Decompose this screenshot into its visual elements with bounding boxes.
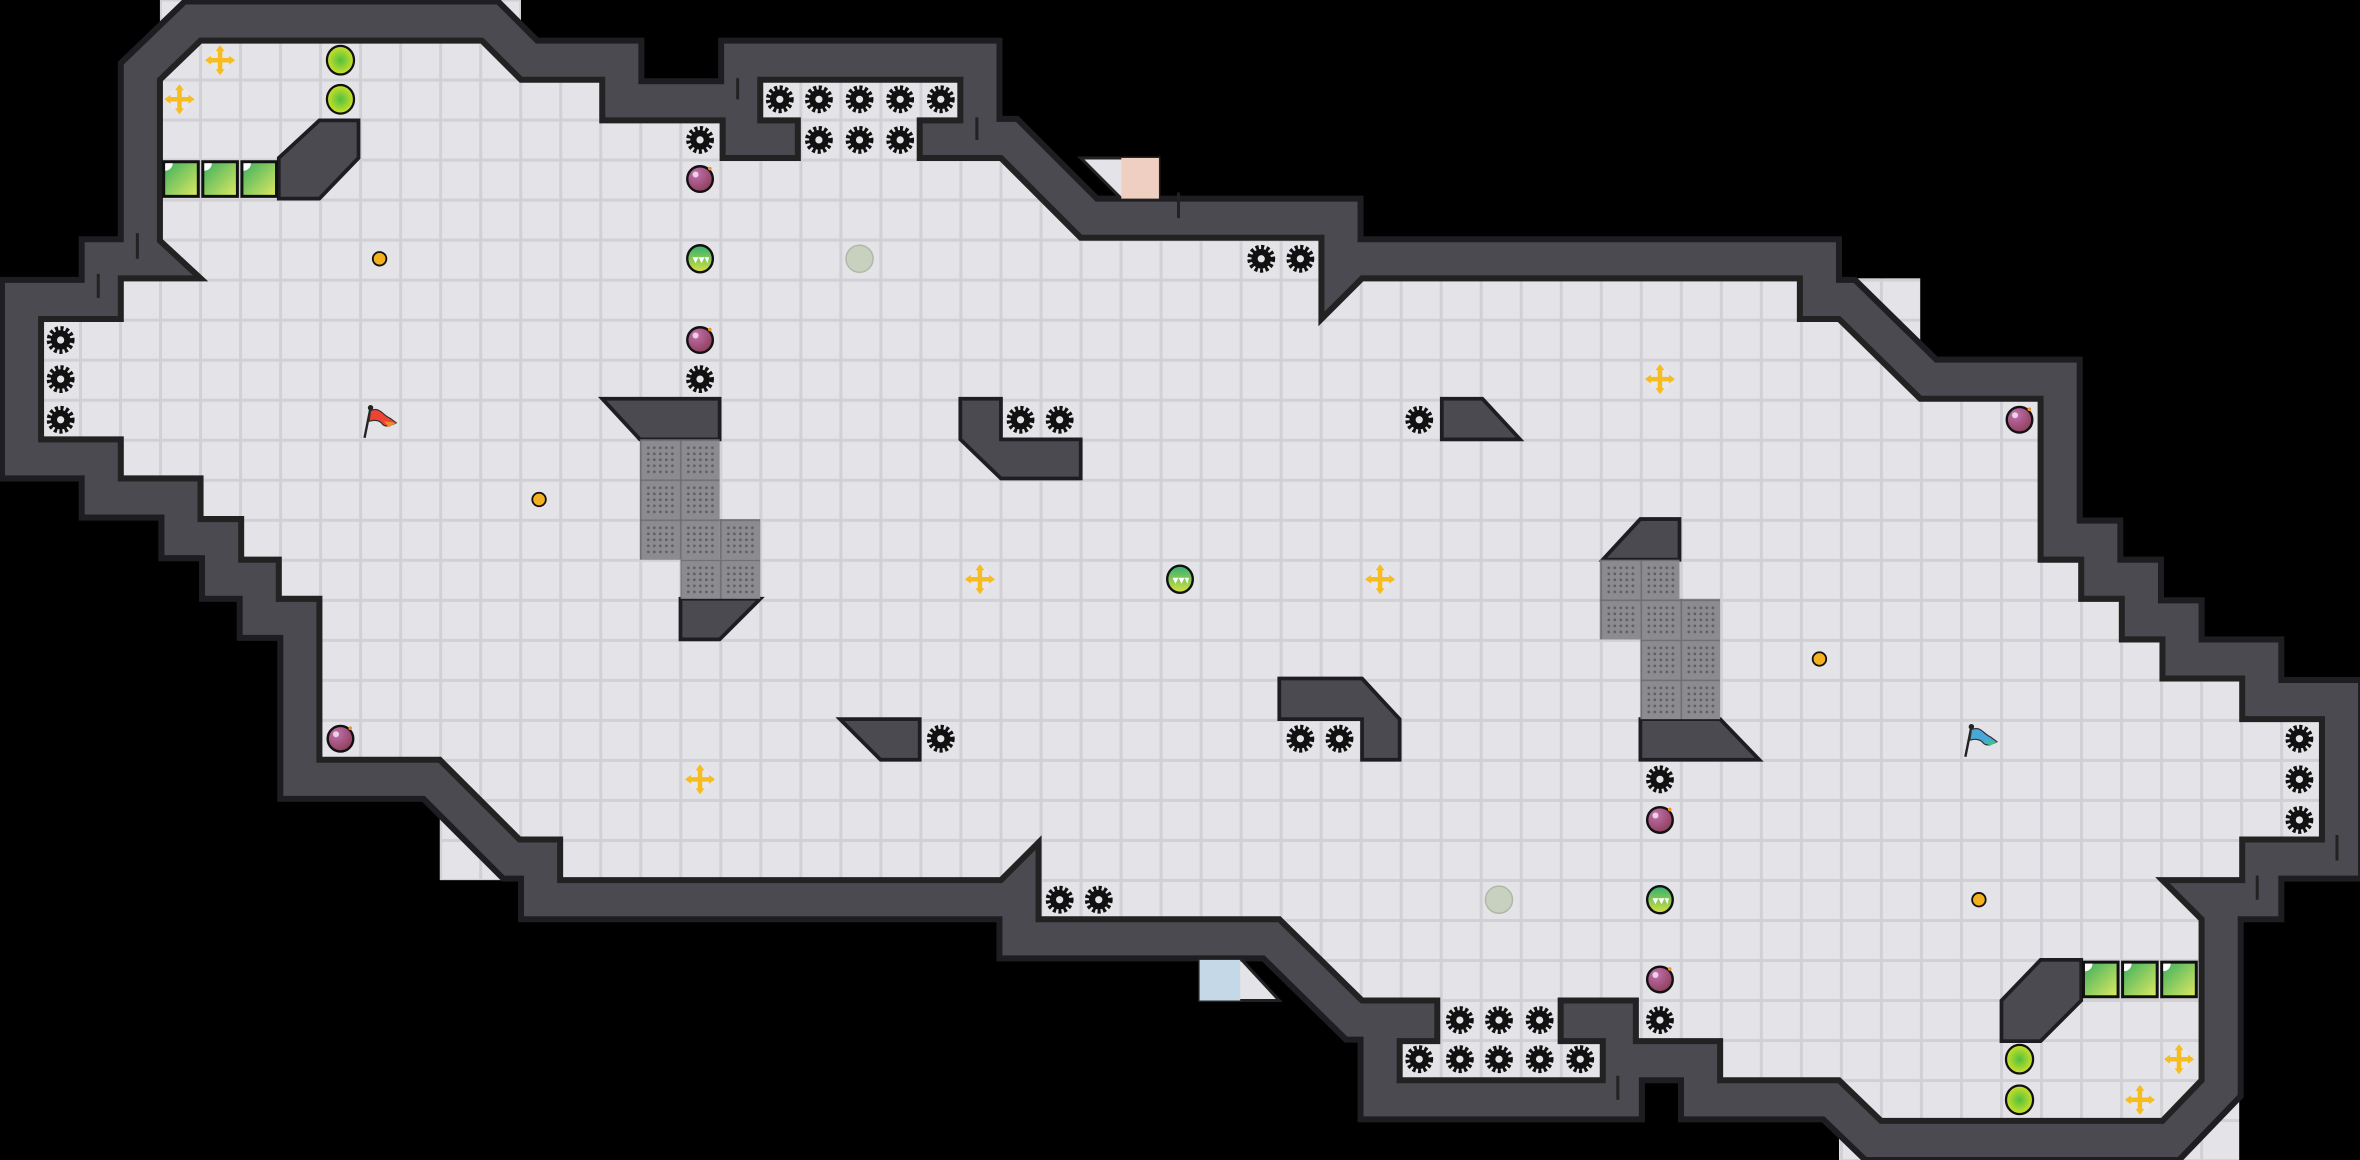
obstacle — [276, 118, 361, 201]
grates — [639, 439, 1721, 720]
blue-tile[interactable] — [1199, 959, 1241, 1001]
glass-block-icon — [201, 160, 239, 198]
obstacle — [958, 396, 1083, 481]
obstacle — [835, 717, 922, 762]
coin-icon[interactable] — [371, 251, 388, 267]
green-orb-icon[interactable] — [1166, 564, 1194, 594]
coin-icon[interactable] — [1811, 651, 1828, 667]
grate — [680, 559, 761, 599]
glass-block-icon — [240, 160, 279, 198]
grate — [1679, 598, 1721, 640]
yellow-orb-icon[interactable] — [325, 83, 356, 115]
glass-block-icon — [2081, 960, 2120, 999]
grate — [639, 439, 720, 560]
yellow-orb-icon[interactable] — [325, 44, 356, 76]
yellow-orb-icon[interactable] — [2004, 1084, 2035, 1116]
grate — [719, 519, 761, 560]
ghost-orb-icon — [845, 244, 874, 274]
pink-tile[interactable] — [1121, 157, 1159, 199]
bomb-icon[interactable] — [686, 326, 715, 355]
bomb-icon[interactable] — [326, 724, 355, 753]
coin-icon[interactable] — [1971, 892, 1987, 908]
yellow-orb-icon[interactable] — [2004, 1043, 2035, 1075]
glass-block-icon — [162, 160, 200, 198]
glass-block-icon — [2160, 960, 2198, 999]
grate — [1599, 559, 1680, 640]
bomb-icon[interactable] — [1645, 805, 1674, 834]
bomb-icon[interactable] — [2005, 405, 2034, 434]
grate — [1640, 639, 1721, 720]
green-orb-icon[interactable] — [686, 244, 715, 274]
green-orb-icon[interactable] — [1645, 884, 1674, 915]
obstacle — [1439, 396, 1525, 442]
coin-icon[interactable] — [531, 491, 547, 508]
bomb-icon[interactable] — [1645, 965, 1674, 994]
obstacle — [1999, 958, 2084, 1044]
obstacle — [1277, 676, 1402, 762]
ghost-orb-icon — [1484, 885, 1514, 915]
glass-block-icon — [2121, 960, 2159, 999]
bomb-icon[interactable] — [686, 165, 715, 194]
obstacles — [276, 118, 2084, 1044]
